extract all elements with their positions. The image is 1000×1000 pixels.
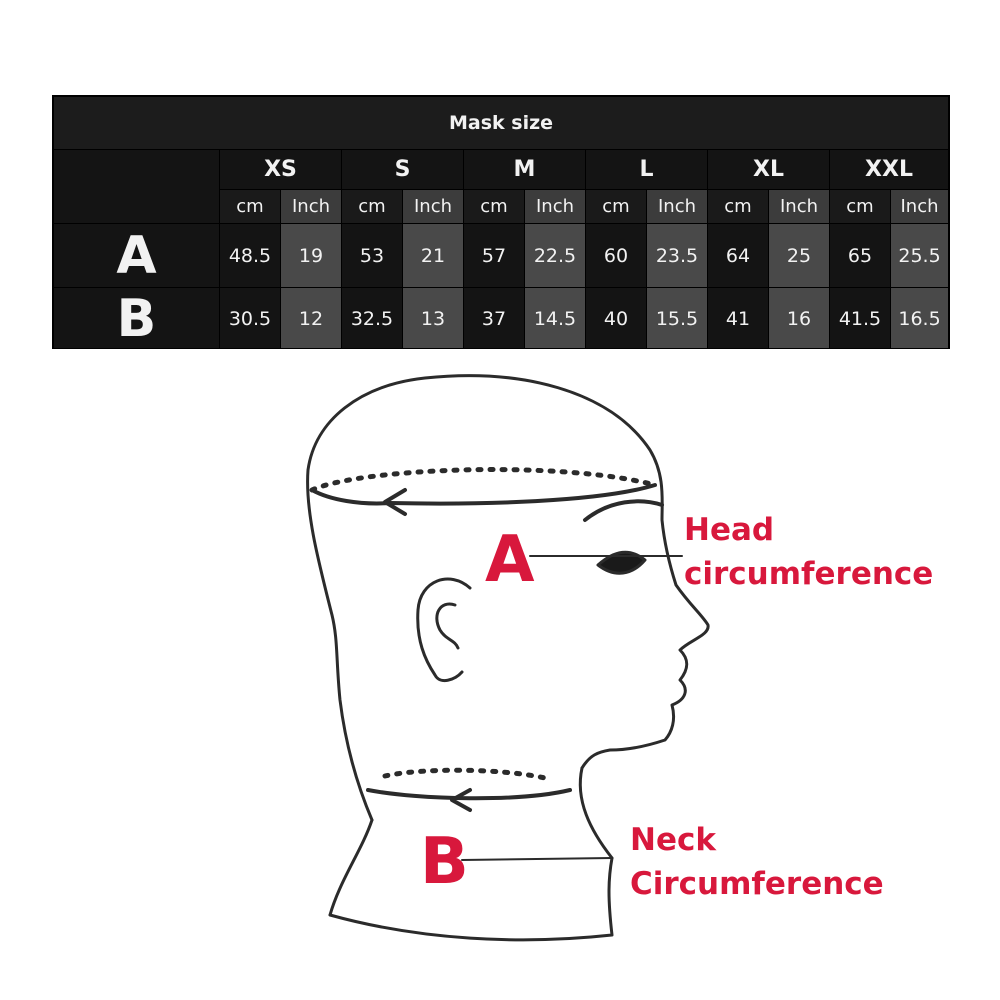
table-cell: 37 [463, 287, 525, 348]
size-header-xl: XL [707, 149, 830, 190]
ear-outline [416, 577, 472, 683]
size-header-m: M [463, 149, 586, 190]
unit-header-inch: Inch [280, 189, 342, 224]
table-title: Mask size [53, 96, 949, 150]
head-caption-line2: circumference [684, 556, 934, 592]
eye [596, 550, 647, 575]
table-cell: 40 [585, 287, 647, 348]
unit-header-cm: cm [341, 189, 403, 224]
size-chart: SALANSEX Mask size XS S M L XL XXL [52, 95, 950, 349]
row-label-a: A [53, 223, 220, 288]
table-cell: 16 [768, 287, 830, 348]
table-row-a: A 48.5 19 53 21 57 22.5 60 23.5 64 25 65… [53, 223, 949, 288]
table-row-b: B 30.5 12 32.5 13 37 14.5 40 15.5 41 16 … [53, 287, 949, 348]
size-header-xxl: XXL [828, 149, 949, 190]
table-cell: 64 [707, 223, 769, 288]
neck-front-line [578, 766, 614, 860]
size-header-l: L [585, 149, 708, 190]
table-cell: 23.5 [646, 223, 708, 288]
table-cell: 60 [585, 223, 647, 288]
table-cell: 30.5 [219, 287, 281, 348]
marker-b: B [420, 825, 469, 899]
head-band-arrow [383, 488, 407, 516]
table-cell: 41.5 [829, 287, 891, 348]
unit-header-inch: Inch [402, 189, 464, 224]
unit-header-cm: cm [707, 189, 769, 224]
table-cell: 65 [829, 223, 891, 288]
table-cell: 25.5 [889, 223, 949, 288]
unit-header-cm: cm [585, 189, 647, 224]
table-cell: 22.5 [524, 223, 586, 288]
collar-edge [328, 856, 614, 942]
table-cell: 19 [280, 223, 342, 288]
unit-header-inch: Inch [524, 189, 586, 224]
corner-cell [53, 149, 220, 224]
size-table: Mask size XS S M L XL XXL cm Inch cm Inc… [53, 96, 949, 348]
unit-header-inch: Inch [768, 189, 830, 224]
head-band-dotted [309, 467, 658, 493]
table-cell: 13 [402, 287, 464, 348]
neck-caption-line1: Neck [630, 822, 716, 858]
eyebrow [583, 499, 664, 522]
unit-header-inch: Inch [646, 189, 708, 224]
table-cell: 15.5 [646, 287, 708, 348]
size-header-s: S [341, 149, 464, 190]
neck-band-arrow [450, 788, 472, 812]
row-label-b: B [53, 287, 220, 348]
unit-header-cm: cm [463, 189, 525, 224]
table-cell: 21 [402, 223, 464, 288]
table-cell: 41 [707, 287, 769, 348]
head-band-solid [310, 483, 657, 506]
unit-header-inch: Inch [889, 189, 949, 224]
neck-back-line [328, 818, 374, 917]
table-cell: 32.5 [341, 287, 403, 348]
table-cell: 53 [341, 223, 403, 288]
ear-inner [435, 602, 460, 650]
unit-header-cm: cm [219, 189, 281, 224]
marker-a: A [485, 523, 535, 597]
head-caption-line1: Head [684, 512, 775, 548]
head-outline [306, 374, 710, 822]
table-cell: 12 [280, 287, 342, 348]
table-cell: 48.5 [219, 223, 281, 288]
unit-header-cm: cm [829, 189, 891, 224]
table-cell: 57 [463, 223, 525, 288]
neck-band-dotted [382, 767, 548, 781]
neck-caption-line2: Circumference [630, 866, 884, 902]
table-cell: 14.5 [524, 287, 586, 348]
table-cell: 25 [768, 223, 830, 288]
leader-line-b [461, 857, 613, 861]
size-header-xs: XS [219, 149, 342, 190]
neck-band-solid [366, 788, 572, 801]
table-cell: 16.5 [889, 287, 949, 348]
